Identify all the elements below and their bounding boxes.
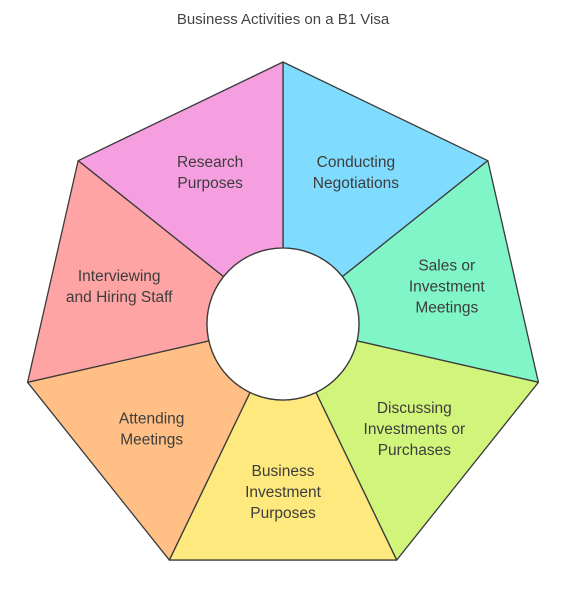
segment-label-line: and Hiring Staff <box>66 289 173 306</box>
segment-label-interviewing-and-hiring-staff: Interviewing and Hiring Staff <box>66 268 173 306</box>
segment-label-line: Purposes <box>177 175 243 192</box>
segment-label-line: Purposes <box>250 505 316 522</box>
segment-label-line: Investments or <box>364 421 466 438</box>
segment-label-line: Attending <box>119 410 185 427</box>
segment-label-line: Discussing <box>377 400 452 417</box>
segment-label-line: Investment <box>245 484 322 501</box>
segment-label-line: Negotiations <box>313 175 399 192</box>
segment-label-line: Investment <box>409 279 486 296</box>
segment-label-line: Meetings <box>415 300 478 317</box>
segment-label-line: Research <box>177 154 243 171</box>
segment-label-line: Interviewing <box>78 268 161 285</box>
diagram-title: Business Activities on a B1 Visa <box>176 11 390 28</box>
segment-label-line: Meetings <box>120 431 183 448</box>
segment-label-line: Sales or <box>418 258 475 275</box>
segment-label-line: Purchases <box>378 442 451 459</box>
segment-label-line: Business <box>252 463 315 480</box>
wheel-center-hole <box>206 247 360 401</box>
segment-label-line: Conducting <box>317 154 395 171</box>
